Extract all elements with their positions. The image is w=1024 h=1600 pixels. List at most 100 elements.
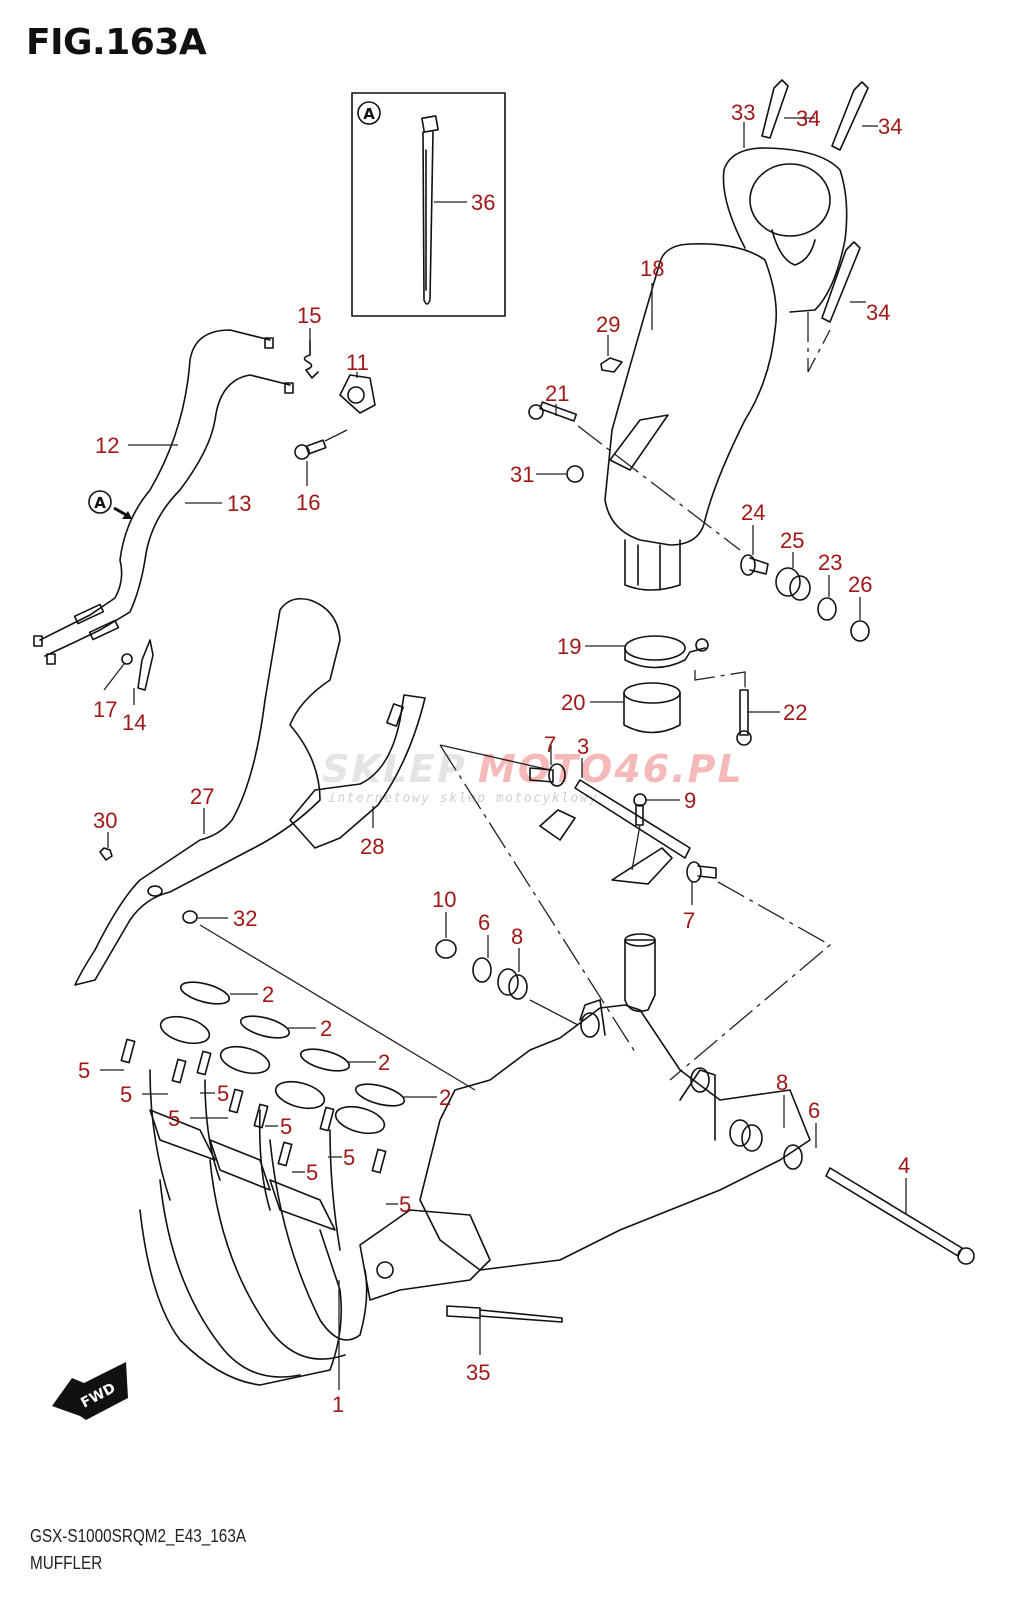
part-34-bolt-icon <box>761 79 869 323</box>
label-23: 23 <box>818 550 842 575</box>
part-3-bracket-icon <box>539 779 691 885</box>
part-35-sensor-icon <box>446 1305 563 1323</box>
inset-marker-circle <box>357 101 381 125</box>
label-35: 35 <box>466 1360 490 1385</box>
part-8-cushion-icon <box>497 968 528 1000</box>
label-29: 29 <box>596 312 620 337</box>
label-7-b: 7 <box>683 908 695 933</box>
label-30: 30 <box>93 808 117 833</box>
label-24: 24 <box>741 500 765 525</box>
part-36-cable-tie-icon <box>421 115 439 305</box>
figure-title: FIG.163A <box>26 22 207 63</box>
label-5-g: 5 <box>306 1160 318 1185</box>
label-3: 3 <box>577 734 589 759</box>
label-34-c: 34 <box>866 300 890 325</box>
part-26-nut-icon <box>850 620 870 642</box>
part-8-cushion-right-icon <box>729 1119 763 1152</box>
label-32: 32 <box>233 906 257 931</box>
inset-box-a: A 36 <box>351 92 506 317</box>
label-5-a: 5 <box>78 1058 90 1083</box>
fwd-arrow-icon: FWD <box>52 1362 128 1420</box>
label-10: 10 <box>432 887 456 912</box>
label-13: 13 <box>227 491 251 516</box>
part-18-muffler-icon <box>604 243 778 591</box>
part-28-cover-icon <box>289 694 426 849</box>
part-16-bolt-icon <box>294 429 348 460</box>
part-20-gasket-icon <box>623 682 681 734</box>
label-5-h: 5 <box>399 1192 411 1217</box>
part-6-washer-right-icon <box>783 1144 803 1170</box>
part-24-collar-icon <box>740 554 769 576</box>
label-21: 21 <box>545 381 569 406</box>
part-29-cushion-icon <box>600 357 623 373</box>
part-23-washer-icon <box>817 597 837 621</box>
label-5-c: 5 <box>217 1081 229 1106</box>
part-1-exhaust-pipe-icon <box>139 933 811 1390</box>
label-16: 16 <box>296 490 320 515</box>
part-5-stud-bolt-icon <box>120 1038 387 1174</box>
label-5-d: 5 <box>168 1106 180 1131</box>
part-6-washer-icon <box>472 957 492 983</box>
part-12-13-cables-icon <box>33 329 294 665</box>
label-26: 26 <box>848 572 872 597</box>
watermark-brand-b: MOTO46.PL <box>478 747 744 791</box>
label-6-b: 6 <box>808 1098 820 1123</box>
part-25-cushion-icon <box>775 567 811 601</box>
label-14: 14 <box>122 710 146 735</box>
label-12: 12 <box>95 433 119 458</box>
part-33-cover-icon <box>722 147 848 313</box>
part-17-nut-icon <box>121 653 133 665</box>
part-11-pulley-icon <box>339 374 376 414</box>
label-7-a: 7 <box>544 732 556 757</box>
label-27: 27 <box>190 784 214 809</box>
label-4: 4 <box>898 1153 910 1178</box>
label-2-b: 2 <box>320 1016 332 1041</box>
figure-code: GSX-S1000SRQM2_E43_163A <box>30 1526 247 1546</box>
label-34-b: 34 <box>878 114 902 139</box>
part-7-collar-icon <box>529 763 717 883</box>
inset-marker-label: A <box>363 105 375 123</box>
label-34-a: 34 <box>796 106 820 131</box>
label-15: 15 <box>297 303 321 328</box>
part-31-nut-icon <box>566 465 584 483</box>
label-5-f: 5 <box>343 1145 355 1170</box>
part-27-cover-icon <box>74 597 341 986</box>
part-21-bolt-icon <box>528 401 578 422</box>
part-10-nut-icon <box>435 939 457 959</box>
label-5-b: 5 <box>120 1082 132 1107</box>
part-2-gasket-icon <box>159 981 406 1135</box>
label-8-b: 8 <box>776 1070 788 1095</box>
label-25: 25 <box>780 528 804 553</box>
callout-a: A <box>88 490 132 519</box>
figure-name: MUFFLER <box>30 1553 103 1573</box>
label-5-e: 5 <box>280 1114 292 1139</box>
label-20: 20 <box>561 690 585 715</box>
label-19: 19 <box>557 634 581 659</box>
watermark-brand-a: SKLEP <box>322 747 467 791</box>
part-19-clamp-icon <box>624 635 709 669</box>
label-2-c: 2 <box>378 1050 390 1075</box>
callout-a-label: A <box>94 494 106 512</box>
label-1: 1 <box>332 1392 344 1417</box>
label-18: 18 <box>640 256 664 281</box>
part-32-nut-icon <box>182 910 198 924</box>
part-14-bracket-icon <box>137 639 154 691</box>
label-17: 17 <box>93 697 117 722</box>
label-2-a: 2 <box>262 982 274 1007</box>
label-36: 36 <box>471 190 495 215</box>
label-31: 31 <box>510 462 534 487</box>
label-8-a: 8 <box>511 924 523 949</box>
part-15-spring-icon <box>303 339 319 379</box>
watermark: SKLEP MOTO46.PL internetowy sklep motocy… <box>322 747 744 806</box>
watermark-tagline: internetowy sklep motocyklowy <box>328 791 598 806</box>
part-4-bolt-icon <box>825 1167 975 1265</box>
part-30-screw-icon <box>99 847 113 861</box>
arrow-icon <box>122 511 132 519</box>
label-33: 33 <box>731 100 755 125</box>
inset-frame <box>351 92 506 317</box>
label-9: 9 <box>684 788 696 813</box>
label-11: 11 <box>346 350 369 375</box>
label-22: 22 <box>783 700 807 725</box>
label-28: 28 <box>360 834 384 859</box>
